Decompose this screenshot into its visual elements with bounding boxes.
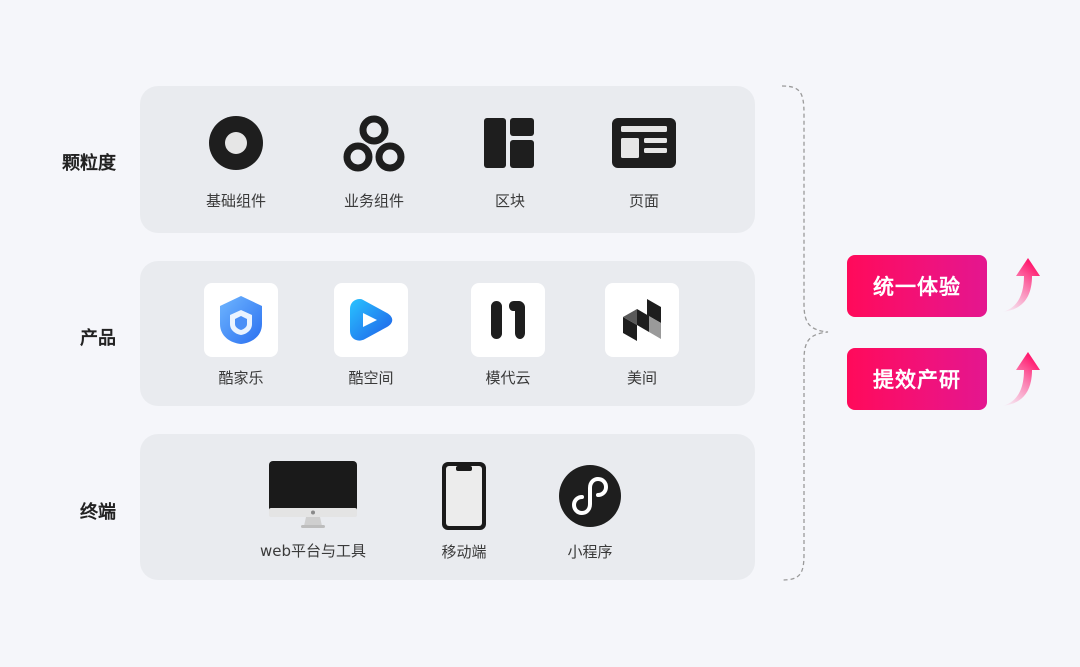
mini-program-label: 小程序: [567, 543, 613, 561]
product-panel: 酷家乐 酷空间 模代云: [140, 261, 755, 406]
block-label: 区块: [494, 192, 526, 210]
smartphone-icon: [442, 462, 486, 530]
rising-arrow-icon: [1002, 352, 1040, 406]
imac-desktop-icon: [269, 461, 357, 528]
modaiyun-item: 模代云: [471, 283, 545, 393]
basic-component-label: 基础组件: [205, 192, 267, 210]
meijian-item: 美间: [605, 283, 679, 393]
dashed-brace: [781, 85, 829, 581]
row-label-product: 产品: [80, 328, 116, 349]
business-component-label: 业务组件: [343, 192, 405, 210]
kujiale-logo-tile: [204, 283, 278, 357]
efficiency-badge: 提效产研: [847, 348, 987, 410]
web-platform-label: web平台与工具: [259, 542, 367, 560]
kujiale-item: 酷家乐: [204, 283, 278, 393]
unified-experience-badge: 统一体验: [847, 255, 987, 317]
page-label: 页面: [628, 192, 660, 210]
meijian-logo: [623, 299, 661, 341]
modaiyun-logo-tile: [471, 283, 545, 357]
block-layout-icon: [484, 118, 534, 168]
terminal-panel: web平台与工具 移动端 小程序: [140, 434, 755, 580]
row-label-terminal: 终端: [80, 502, 116, 523]
page-item: 页面: [611, 116, 677, 216]
mini-program-item: 小程序: [558, 464, 622, 574]
meijian-logo-tile: [605, 283, 679, 357]
three-circles-icon: [343, 115, 405, 172]
business-component-item: 业务组件: [343, 114, 405, 214]
kukongjian-play-logo: [350, 299, 393, 341]
mini-program-icon: [559, 465, 621, 527]
page-layout-icon: [612, 118, 676, 168]
row-label-granularity: 颗粒度: [62, 153, 116, 174]
ring-icon: [209, 116, 263, 170]
kujiale-shield-logo: [220, 296, 262, 344]
modaiyun-label: 模代云: [485, 369, 531, 387]
kukongjian-item: 酷空间: [334, 283, 408, 393]
kukongjian-label: 酷空间: [348, 369, 394, 387]
mobile-item: 移动端: [441, 461, 487, 571]
block-item: 区块: [482, 116, 538, 216]
granularity-panel: 基础组件 业务组件 区块 页面: [140, 86, 755, 233]
web-platform-item: web平台与工具: [260, 460, 366, 570]
rising-arrow-icon: [1002, 258, 1040, 312]
modaiyun-logo: [491, 301, 525, 339]
mobile-label: 移动端: [441, 543, 487, 561]
kujiale-label: 酷家乐: [218, 369, 264, 387]
kukongjian-logo-tile: [334, 283, 408, 357]
basic-component-item: 基础组件: [205, 114, 267, 214]
meijian-label: 美间: [626, 369, 658, 387]
